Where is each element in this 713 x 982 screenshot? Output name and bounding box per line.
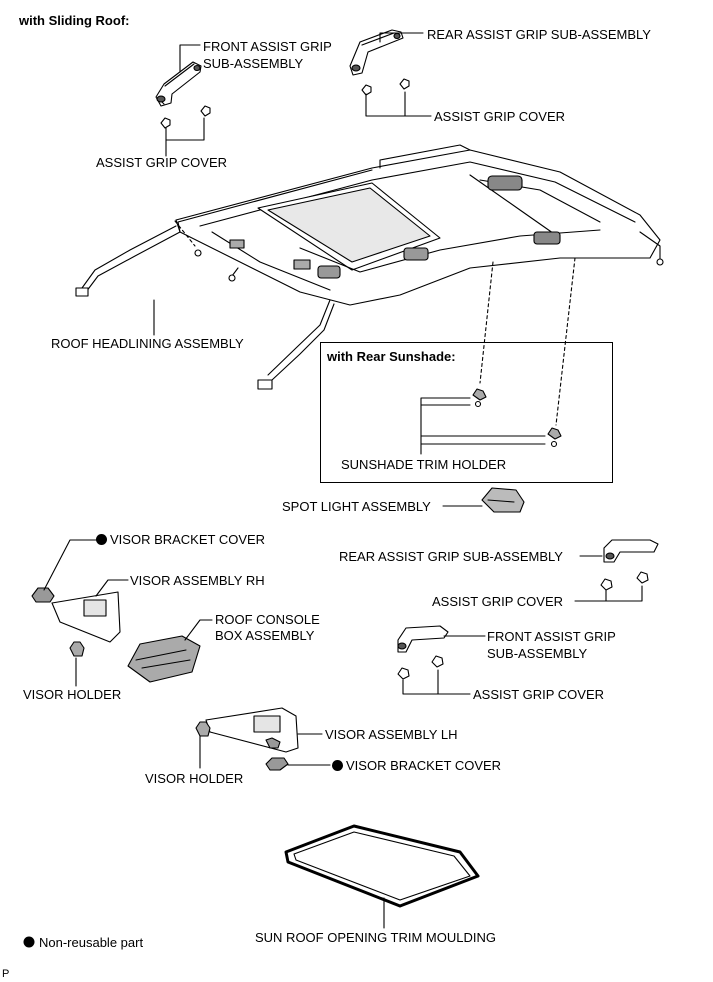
assist-grip-cover-top-left-parts bbox=[160, 105, 211, 129]
label-front-assist-grip-mid-line1: FRONT ASSIST GRIP bbox=[487, 629, 616, 644]
non-reusable-markers bbox=[23, 936, 35, 948]
label-front-assist-grip-top-line2: SUB-ASSEMBLY bbox=[203, 56, 304, 71]
rear-sunshade-inset bbox=[320, 342, 613, 483]
label-visor-holder-left: VISOR HOLDER bbox=[23, 687, 122, 702]
assist-grip-cover-top-right-parts bbox=[361, 78, 410, 96]
rear-assist-grip-top bbox=[349, 29, 404, 76]
label-assist-grip-cover-mid-2: ASSIST GRIP COVER bbox=[473, 687, 605, 702]
label-visor-rh: VISOR ASSEMBLY RH bbox=[130, 573, 265, 588]
label-assist-grip-cover-top-left: ASSIST GRIP COVER bbox=[96, 155, 228, 170]
front-assist-grip-top bbox=[155, 61, 202, 107]
label-front-assist-grip-mid-line2: SUB-ASSEMBLY bbox=[487, 646, 588, 661]
label-assist-grip-cover-mid-1: ASSIST GRIP COVER bbox=[432, 594, 564, 609]
visor-rh-drawing bbox=[31, 539, 129, 687]
roof-headlining-drawing bbox=[75, 144, 664, 390]
visor-lh-drawing bbox=[195, 707, 331, 771]
legend-text: Non-reusable part bbox=[39, 935, 144, 950]
label-assist-grip-cover-top-right: ASSIST GRIP COVER bbox=[434, 109, 566, 124]
spot-light-assembly-drawing bbox=[442, 487, 525, 513]
label-rear-assist-grip-top: REAR ASSIST GRIP SUB-ASSEMBLY bbox=[427, 27, 651, 42]
non-reusable-dot-icon bbox=[332, 760, 343, 771]
visor-bracket-cover-bottom-text: VISOR BRACKET COVER bbox=[346, 758, 502, 773]
roof-console-box-drawing bbox=[127, 619, 213, 683]
label-roof-headlining: ROOF HEADLINING ASSEMBLY bbox=[51, 336, 244, 351]
label-visor-holder-center: VISOR HOLDER bbox=[145, 771, 244, 786]
sunshade-holder-parts bbox=[420, 257, 576, 455]
label-roof-console-line2: BOX ASSEMBLY bbox=[215, 628, 315, 643]
label-sunshade-trim-holder: SUNSHADE TRIM HOLDER bbox=[341, 457, 507, 472]
inset-heading: with Rear Sunshade: bbox=[327, 349, 456, 364]
front-assist-grip-mid bbox=[397, 625, 486, 695]
label-sunroof-moulding: SUN ROOF OPENING TRIM MOULDING bbox=[255, 930, 496, 945]
label-rear-assist-grip-mid: REAR ASSIST GRIP SUB-ASSEMBLY bbox=[339, 549, 563, 564]
label-visor-lh: VISOR ASSEMBLY LH bbox=[325, 727, 458, 742]
top-leader-lines bbox=[153, 32, 432, 336]
rear-assist-grip-mid bbox=[574, 539, 659, 602]
sunroof-moulding-drawing bbox=[284, 824, 480, 929]
label-roof-console-line1: ROOF CONSOLE bbox=[215, 612, 320, 627]
diagram-heading: with Sliding Roof: bbox=[19, 13, 130, 28]
visor-bracket-cover-top-text: VISOR BRACKET COVER bbox=[110, 532, 266, 547]
corner-mark: P bbox=[2, 968, 10, 980]
non-reusable-dot-icon bbox=[96, 534, 107, 545]
label-visor-bracket-cover-top: VISOR BRACKET COVER bbox=[96, 531, 265, 548]
label-spot-light: SPOT LIGHT ASSEMBLY bbox=[282, 499, 431, 514]
label-front-assist-grip-top-line1: FRONT ASSIST GRIP bbox=[203, 39, 332, 54]
label-visor-bracket-cover-bottom: VISOR BRACKET COVER bbox=[332, 757, 501, 774]
